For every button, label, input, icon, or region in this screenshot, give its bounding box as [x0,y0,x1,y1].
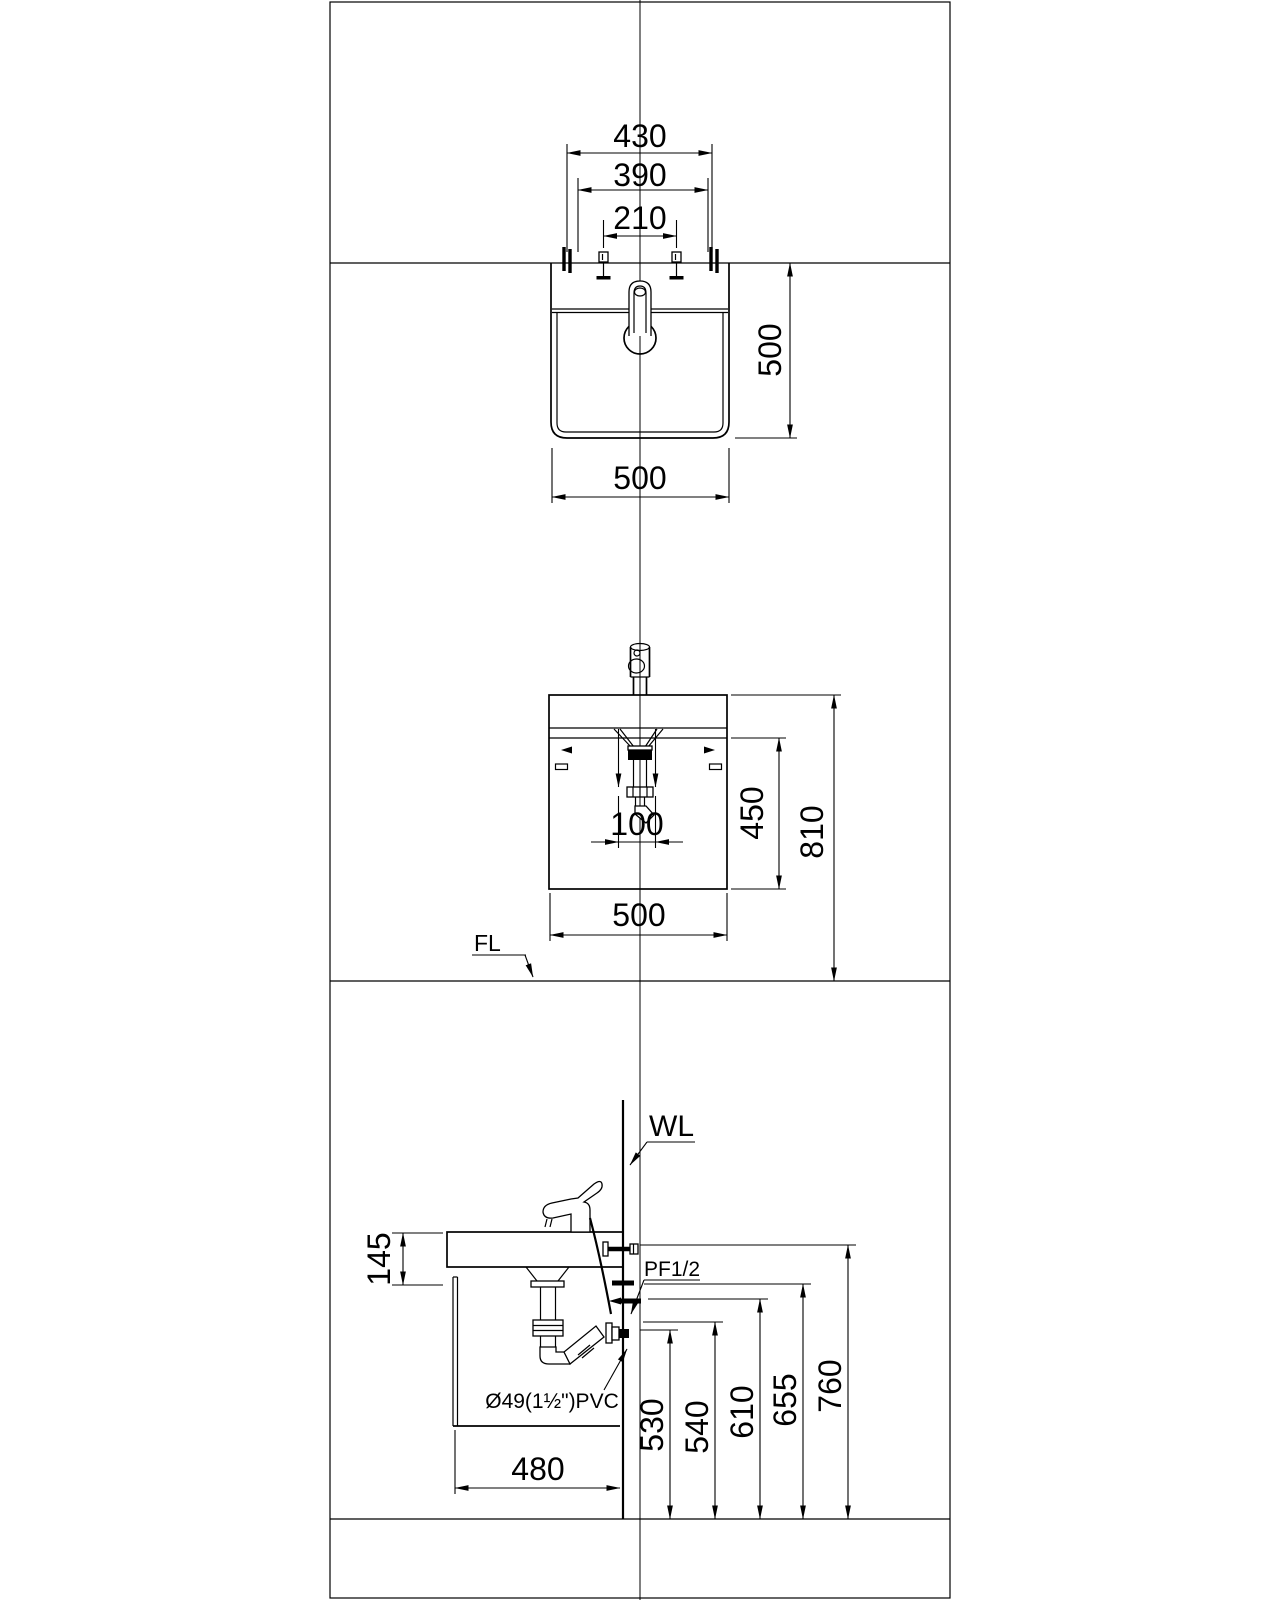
dim-text-390: 390 [613,157,666,193]
door-arrow-left [561,746,572,754]
cabinet-side [452,1276,620,1427]
dim-cabinet-depth: 480 [454,1430,621,1494]
door-arrow-right [704,746,715,754]
dim-hole-span: 390 [577,157,709,252]
dim-width-front: 500 [549,893,728,941]
basin-outline [550,263,730,439]
dim-text-depth-500: 500 [752,323,788,376]
basin-side [446,1231,624,1268]
supply-label: PF1/2 [644,1258,700,1281]
dim-height-540: 540 [643,1321,723,1520]
door-handle-right [708,763,723,771]
faucet-front [627,642,651,695]
front-view: 100 450 810 500 FL [472,642,841,982]
dim-total-height: 810 [731,694,841,982]
dim-text-655: 655 [767,1373,803,1426]
floor-label: FL [474,930,501,956]
dim-height-655: 655 [644,1283,811,1520]
supply-hose [588,1217,613,1315]
dim-height-530: 530 [634,1329,678,1520]
dim-faucet-centers: 210 [602,200,678,248]
supply-label-group: PF1/2 [630,1258,700,1315]
dim-text-450: 450 [734,786,770,839]
dim-basin-height: 145 [361,1232,443,1286]
floor-label-group: FL [472,930,534,978]
supply-stub-arrow [609,1297,621,1305]
bracket-marks [562,247,719,273]
dim-cabinet-height: 450 [731,737,786,890]
cabinet-front [548,694,728,890]
dim-text-width-500: 500 [613,460,666,496]
wall-label-group: WL [629,1110,695,1166]
faucet-side [542,1180,603,1233]
dim-text-810: 810 [794,805,830,858]
dim-height-760: 760 [640,1244,856,1520]
dim-depth: 500 [735,262,797,439]
mounting-bolt-right [669,251,684,280]
side-view: WL [361,1100,856,1520]
dim-text-145: 145 [361,1232,397,1285]
wall-label: WL [649,1110,694,1143]
top-view: 430 390 210 500 500 [550,118,797,503]
door-handle-left [554,763,569,771]
dim-text-610: 610 [724,1385,760,1438]
dim-height-610: 610 [648,1298,768,1520]
sheet-frame [329,0,951,1600]
drain-label: Ø49(1½")PVC [485,1390,619,1413]
dim-text-front-500: 500 [612,897,665,933]
wall-bolt [602,1241,639,1257]
drain-front [613,728,664,824]
dim-text-530: 530 [634,1398,670,1451]
basin-inner-edge [556,312,724,433]
dim-drain-spacing: 100 [591,796,683,848]
dim-text-100: 100 [610,806,663,842]
dim-text-210: 210 [613,200,666,236]
dim-text-430: 430 [613,118,666,154]
dim-text-480: 480 [511,1451,564,1487]
faucet-plan [623,280,657,355]
dim-width-top: 500 [551,448,730,503]
dim-text-760: 760 [812,1359,848,1412]
dim-bracket-span: 430 [566,118,713,252]
drain-label-group: Ø49(1½")PVC [485,1348,628,1413]
dim-text-540: 540 [679,1400,715,1453]
trap-side [525,1266,629,1366]
mounting-bolt-left [596,251,611,280]
